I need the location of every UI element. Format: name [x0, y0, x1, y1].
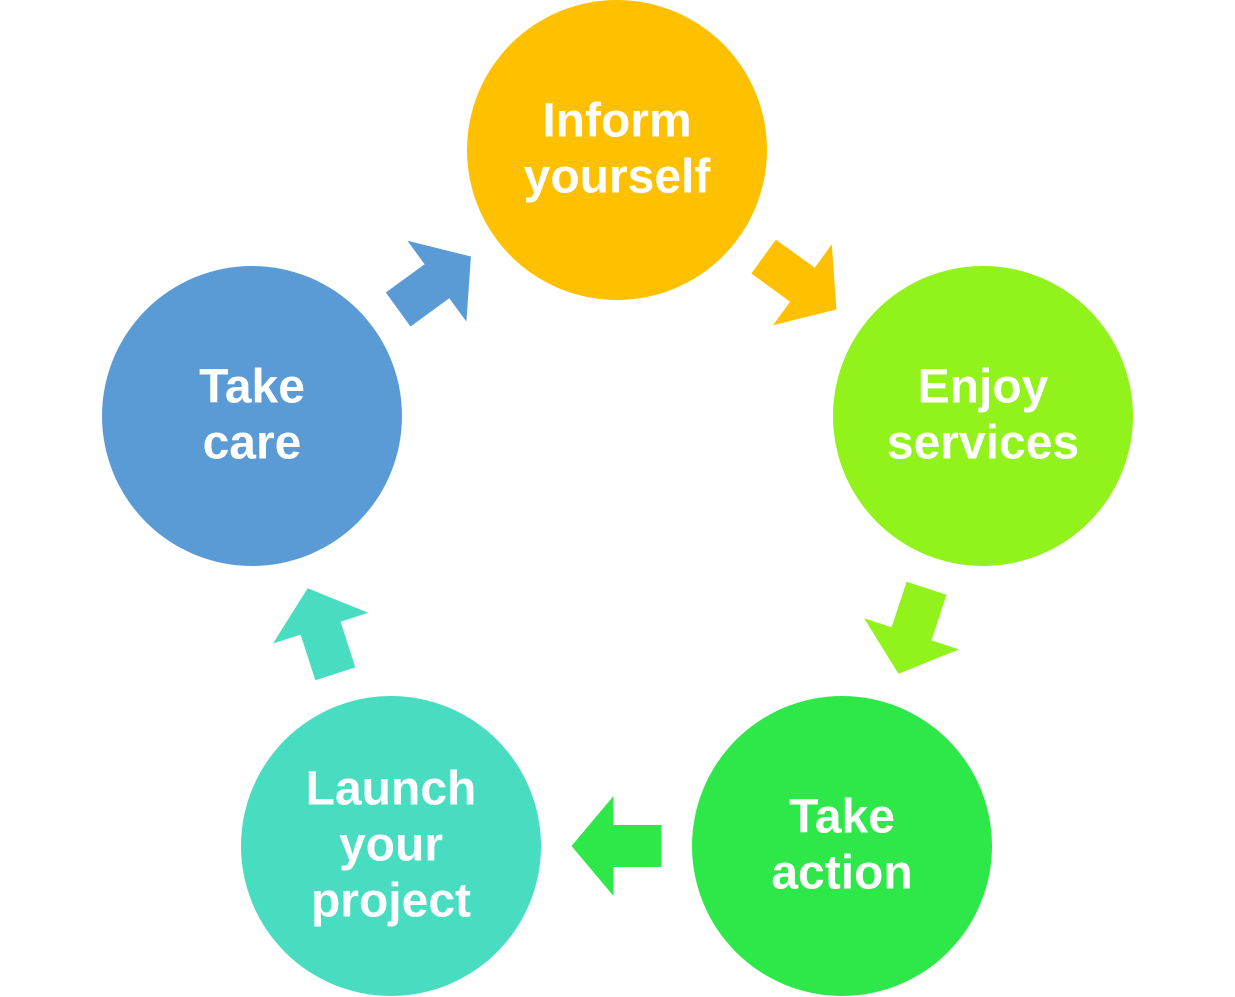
node-label-enjoy-line-0: Enjoy	[918, 361, 1049, 414]
node-circle-care	[102, 266, 402, 566]
arrow-enjoy-to-action	[864, 581, 960, 674]
node-label-launch-line-2: project	[311, 875, 471, 928]
node-circle-action	[692, 696, 992, 996]
node-label-care-line-1: care	[203, 417, 302, 470]
node-label-inform-line-0: Inform	[542, 95, 691, 148]
arrow-action-to-launch	[571, 796, 662, 896]
node-layer: InformyourselfEnjoyservicesTakeactionLau…	[102, 0, 1133, 996]
arrow-launch-to-care	[273, 588, 369, 681]
node-label-enjoy-line-1: services	[887, 417, 1079, 470]
node-label-care-line-0: Take	[199, 361, 305, 414]
node-circle-launch	[241, 696, 541, 996]
arrow-inform-to-enjoy	[751, 239, 837, 326]
arrow-care-to-inform	[385, 240, 471, 327]
node-label-launch-line-0: Launch	[306, 763, 477, 816]
node-label-inform-line-1: yourself	[524, 151, 712, 204]
node-circle-enjoy	[833, 266, 1133, 566]
node-circle-inform	[467, 0, 767, 300]
arrow-layer	[273, 239, 960, 896]
node-label-action-line-1: action	[771, 847, 912, 900]
node-label-action-line-0: Take	[789, 791, 895, 844]
node-label-launch-line-1: your	[339, 819, 443, 872]
